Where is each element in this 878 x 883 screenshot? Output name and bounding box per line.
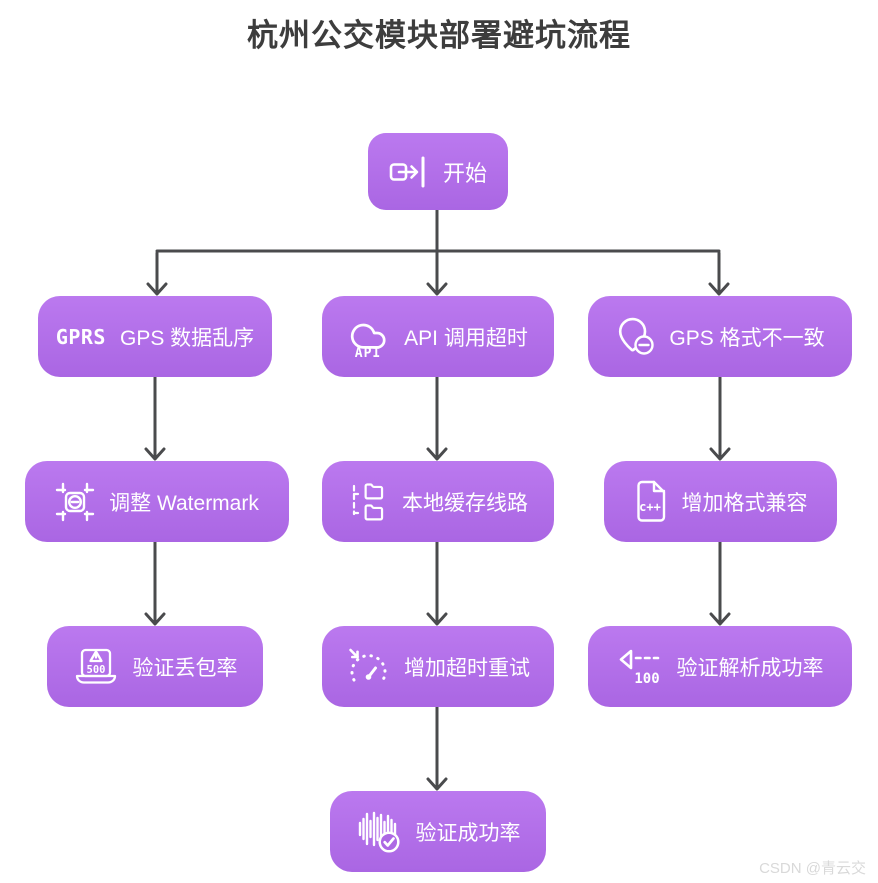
- node-label: GPS 格式不一致: [669, 326, 825, 350]
- node-label: API 调用超时: [404, 326, 528, 350]
- node-label: 增加格式兼容: [681, 491, 808, 515]
- node-verify-packet-loss: 500 验证丢包率: [47, 626, 263, 707]
- enter-icon: [389, 156, 429, 188]
- api-icon-text: API: [355, 346, 381, 359]
- node-add-format-compat: c++ 增加格式兼容: [604, 461, 837, 542]
- page-title: 杭州公交模块部署避坑流程: [247, 18, 631, 53]
- node-label: 本地缓存线路: [402, 491, 528, 515]
- node-label: 调整 Watermark: [109, 491, 259, 515]
- node-label: 验证成功率: [415, 821, 521, 845]
- cloud-api-icon: API: [348, 315, 390, 359]
- node-verify-parse-rate: 100 验证解析成功率: [588, 626, 852, 707]
- node-local-cache-routes: 本地缓存线路: [322, 461, 554, 542]
- folder-tree-icon: [348, 481, 388, 523]
- gprs-text-icon: GPRS: [55, 324, 106, 349]
- waveform-check-icon: [356, 811, 402, 853]
- node-label: 开始: [442, 160, 487, 186]
- node-label: 增加超时重试: [404, 656, 530, 680]
- gauge-retry-icon: [346, 647, 390, 687]
- node-start: 开始: [368, 133, 508, 210]
- node-label: 验证解析成功率: [676, 656, 824, 680]
- node-api-timeout: API API 调用超时: [322, 296, 554, 377]
- crop-frame-icon: [55, 482, 95, 522]
- cpp-file-icon: c++: [634, 480, 668, 524]
- node-gps-format-mismatch: GPS 格式不一致: [588, 296, 852, 377]
- watermark: CSDN @青云交: [759, 860, 866, 877]
- node-label: GPS 数据乱序: [119, 326, 255, 350]
- node-gps-data-disorder: GPRS GPS 数据乱序: [38, 296, 272, 377]
- node-verify-success-rate: 验证成功率: [330, 791, 546, 872]
- laptop-error-icon: 500: [73, 647, 119, 687]
- laptop-icon-text: 500: [86, 664, 105, 676]
- cpp-icon-text: c++: [639, 500, 661, 514]
- node-label: 验证丢包率: [132, 656, 238, 680]
- node-adjust-watermark: 调整 Watermark: [25, 461, 289, 542]
- map-pin-minus-icon: [615, 317, 655, 357]
- node-add-timeout-retry: 增加超时重试: [322, 626, 554, 707]
- score-icon-text: 100: [634, 671, 659, 687]
- score-100-icon: 100: [617, 647, 663, 687]
